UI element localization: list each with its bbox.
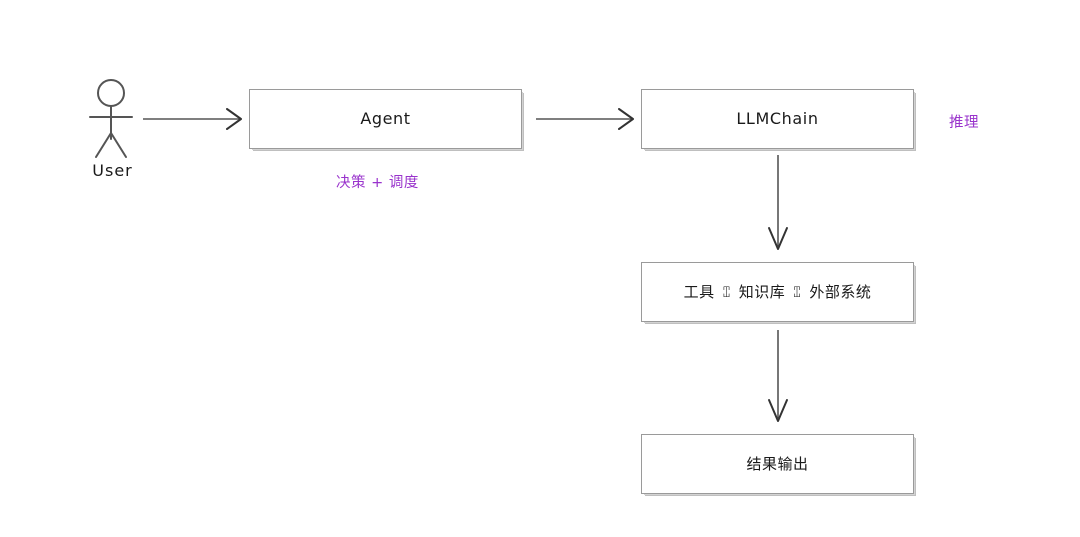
- node-tools[interactable]: 工具 ⑄ 知识库 ⑄ 外部系统: [641, 262, 914, 322]
- separator-glyph-2: ⑄: [792, 283, 803, 301]
- node-tools-label-part3: 外部系统: [809, 283, 872, 301]
- node-agent-label: Agent: [360, 109, 411, 129]
- edge-tools-to-output: [768, 330, 788, 422]
- annotation-agent-note: 决策 + 调度: [336, 175, 419, 191]
- actor-label-user: User: [92, 161, 133, 180]
- node-tools-label-part1: 工具: [683, 283, 715, 301]
- edge-llmchain-to-tools: [768, 155, 788, 250]
- node-tools-label-part2: 知识库: [738, 283, 786, 301]
- node-llmchain-label: LLMChain: [736, 109, 819, 129]
- node-agent[interactable]: Agent: [249, 89, 522, 149]
- node-output[interactable]: 结果输出: [641, 434, 914, 494]
- separator-glyph-1: ⑄: [721, 283, 732, 301]
- node-tools-label: 工具 ⑄ 知识库 ⑄ 外部系统: [684, 283, 872, 301]
- node-llmchain[interactable]: LLMChain: [641, 89, 914, 149]
- annotation-llmchain-note: 推理: [949, 115, 979, 131]
- edge-user-to-agent: [143, 108, 242, 130]
- stick-figure-actor-icon: [89, 79, 133, 158]
- edge-agent-to-llmchain: [536, 108, 634, 130]
- node-output-label: 结果输出: [746, 455, 809, 473]
